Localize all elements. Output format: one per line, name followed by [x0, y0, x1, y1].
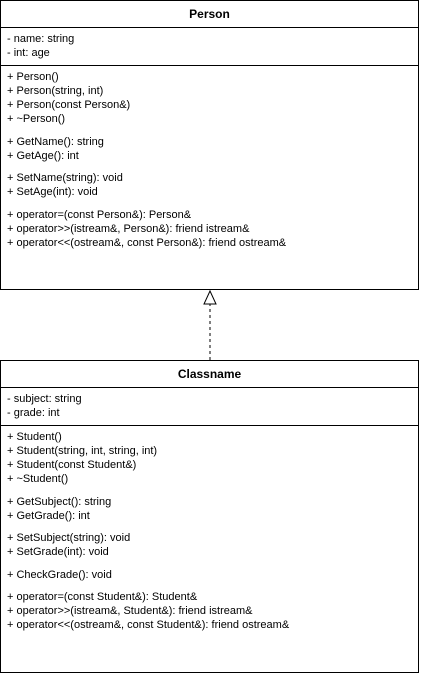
method-row: + Student(): [7, 431, 62, 443]
method-group-gap: [7, 199, 412, 208]
person-methods: + Person() + Person(string, int) + Perso…: [1, 66, 418, 254]
hollow-triangle-arrowhead: [203, 289, 217, 305]
method-row: + GetGrade(): int: [7, 509, 90, 522]
method-row: + SetAge(int): void: [7, 186, 98, 198]
method-row: + SetName(string): void: [7, 172, 123, 184]
method-row: + operator<<(ostream&, const Student&): …: [7, 619, 290, 631]
method-group-gap: [7, 582, 412, 591]
method-row: + CheckGrade(): void: [7, 568, 112, 581]
attribute-row: - subject: string: [7, 393, 82, 405]
attribute-row: - grade: int: [7, 407, 60, 419]
method-row: + Person(): [7, 71, 59, 83]
method-row: + GetAge(): int: [7, 149, 79, 162]
person-attributes: - name: string - int: age: [1, 28, 418, 66]
method-row: + Student(string, int, string, int): [7, 445, 158, 457]
student-class-title: Classname: [1, 361, 418, 388]
person-class-box[interactable]: Person - name: string - int: age + Perso…: [0, 0, 419, 290]
method-group-gap: [7, 486, 412, 495]
method-row: + operator=(const Student&): Student&: [7, 591, 198, 603]
method-row: + operator<<(ostream&, const Person&): f…: [7, 236, 287, 249]
student-class-box[interactable]: Classname - subject: string - grade: int…: [0, 360, 419, 673]
method-row: + ~Student(): [7, 473, 69, 485]
method-group-gap: [7, 163, 412, 172]
method-row: + Person(const Person&): [7, 99, 131, 111]
method-row: + SetGrade(int): void: [7, 546, 109, 558]
attribute-row: - int: age: [7, 47, 50, 59]
attribute-row: - name: string: [7, 33, 75, 45]
method-group-gap: [7, 559, 412, 568]
method-row: + Person(string, int): [7, 85, 104, 97]
student-attributes: - subject: string - grade: int: [1, 388, 418, 426]
student-methods: + Student() + Student(string, int, strin…: [1, 426, 418, 636]
method-group-gap: [7, 523, 412, 532]
method-row: + operator>>(istream&, Person&): friend …: [7, 222, 250, 235]
method-row: + GetSubject(): string: [7, 495, 112, 508]
method-row: + SetSubject(string): void: [7, 532, 131, 544]
method-row: + operator=(const Person&): Person&: [7, 208, 192, 221]
method-row: + ~Person(): [7, 113, 66, 125]
method-row: + operator>>(istream&, Student&): friend…: [7, 605, 253, 617]
method-group-gap: [7, 126, 412, 135]
method-row: + GetName(): string: [7, 135, 104, 148]
method-row: + Student(const Student&): [7, 459, 137, 471]
person-class-title: Person: [1, 1, 418, 28]
